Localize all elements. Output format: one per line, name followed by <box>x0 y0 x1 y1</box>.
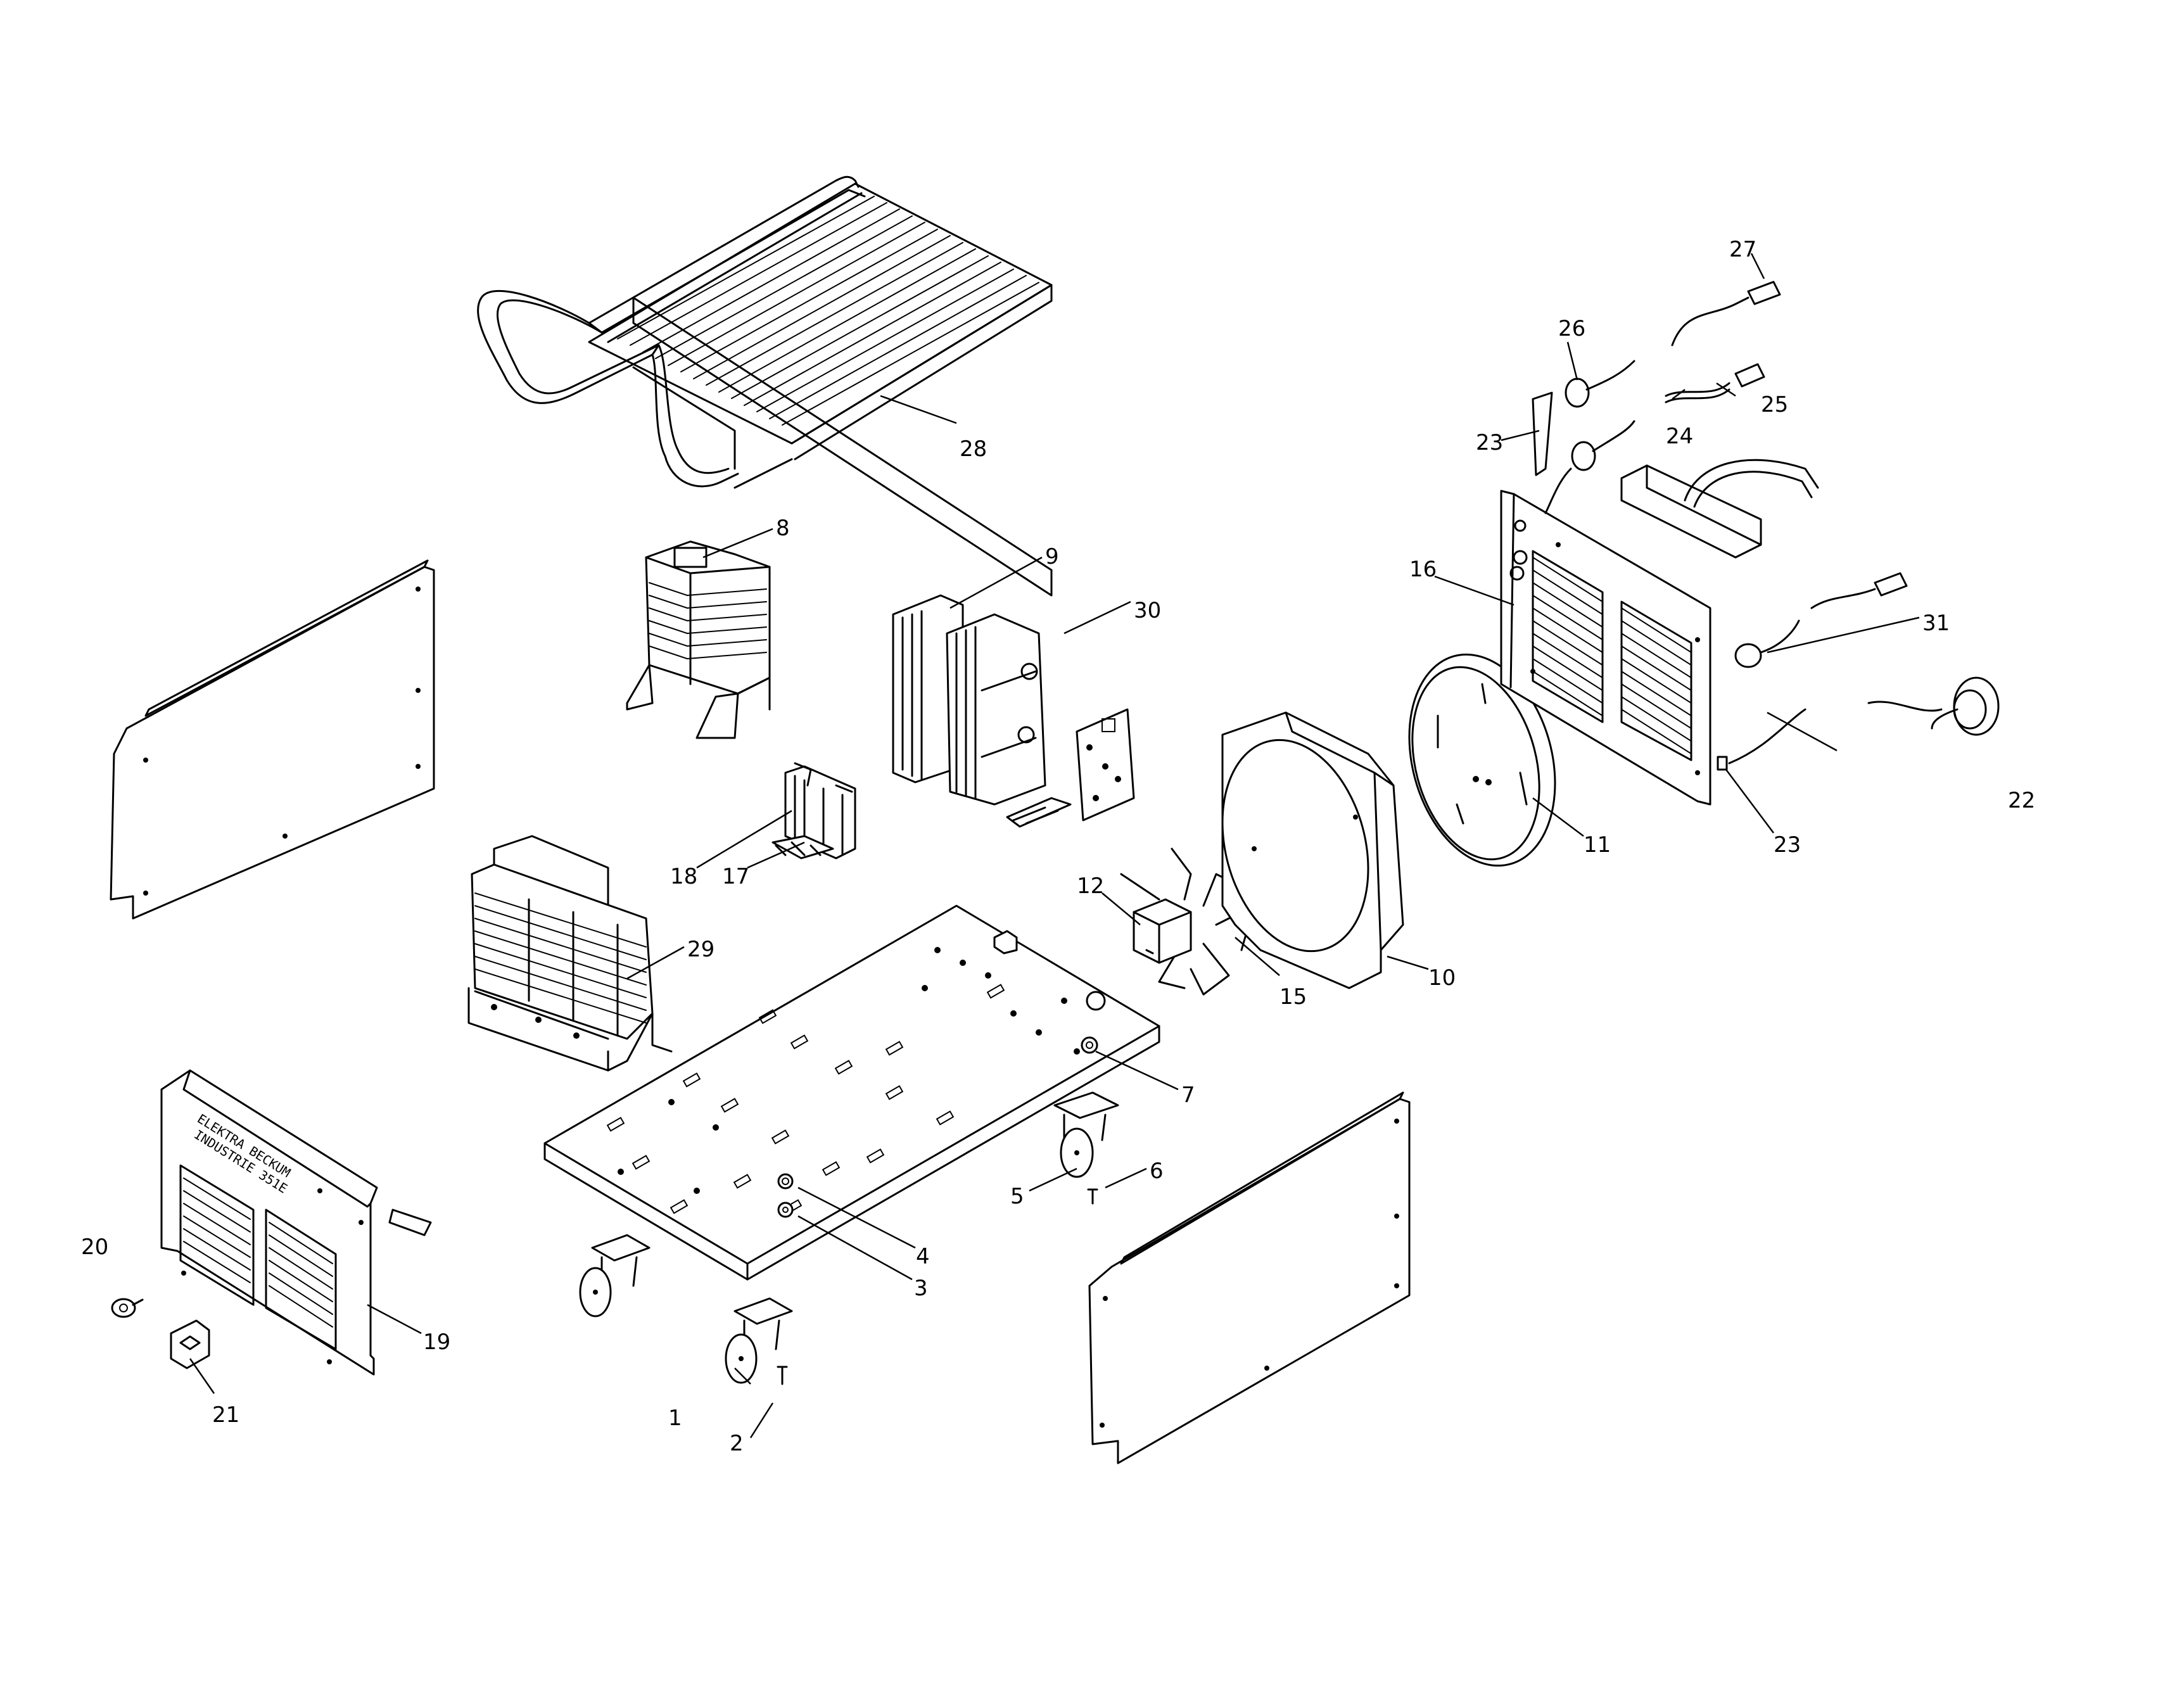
callout-20: 20 <box>81 1234 108 1260</box>
part-7-nut <box>1081 1036 1098 1054</box>
callout-8: 8 <box>776 516 790 541</box>
callout-15: 15 <box>1279 984 1307 1010</box>
part-26-cable-gland <box>1532 360 1635 514</box>
callout-23-upper: 23 <box>1476 430 1503 455</box>
callout-9: 9 <box>1045 544 1059 569</box>
callout-16: 16 <box>1409 557 1437 582</box>
part-23-lower-cable <box>1717 708 1806 771</box>
part-6-screw <box>1087 1188 1098 1205</box>
mounting-bracket <box>1620 464 1762 559</box>
callout-6: 6 <box>1150 1158 1164 1184</box>
callout-7: 7 <box>1181 1082 1195 1108</box>
part-19-front-panel: ELEKTRA BECKUM INDUSTRIE 351E <box>160 1069 432 1376</box>
part-10-fan-shroud <box>1221 711 1404 989</box>
front-caster-left <box>579 1234 651 1317</box>
part-2-screw <box>777 1366 788 1385</box>
callout-24: 24 <box>1666 424 1693 449</box>
part-11-fan-ring <box>1408 653 1556 867</box>
part-12-fan-motor <box>1133 898 1192 964</box>
right-side-panel <box>1088 1091 1411 1464</box>
part-3-washer <box>777 1202 794 1218</box>
callout-29: 29 <box>687 937 714 962</box>
part-18-auxiliary-transformer <box>784 762 856 860</box>
callout-2: 2 <box>730 1431 744 1456</box>
part-28-top-handle-grille <box>477 175 1053 597</box>
left-side-panel <box>110 559 435 920</box>
callout-28: 28 <box>960 436 987 462</box>
callout-25: 25 <box>1761 392 1788 417</box>
part-17-terminal-block <box>771 835 834 860</box>
callout-17: 17 <box>722 864 749 889</box>
callout-18: 18 <box>670 864 697 889</box>
callout-26: 26 <box>1558 316 1585 341</box>
part-22-socket <box>1867 676 2000 736</box>
callout-23-lower: 23 <box>1774 832 1801 858</box>
part-8-choke <box>626 540 771 739</box>
callout-labels: 1 2 3 4 5 6 7 8 9 10 11 12 15 16 17 18 1… <box>81 237 2035 1456</box>
callout-19: 19 <box>423 1329 450 1355</box>
part-29-main-transformer <box>467 835 673 1072</box>
callout-4: 4 <box>916 1244 930 1269</box>
part-16-rear-panel <box>1500 490 1711 806</box>
callout-31: 31 <box>1922 611 1950 636</box>
callout-11: 11 <box>1584 832 1611 858</box>
leader-lines <box>189 253 1920 1438</box>
callout-1: 1 <box>668 1406 682 1431</box>
callout-12: 12 <box>1077 873 1104 899</box>
callout-5: 5 <box>1010 1184 1024 1209</box>
part-9-rectifier-heatsink <box>892 594 1046 806</box>
part-4-nut <box>777 1173 794 1190</box>
base-plate <box>543 904 1160 1281</box>
part-27-connector-cable <box>1671 281 1781 346</box>
part-30-control-board <box>1006 708 1135 828</box>
callout-10: 10 <box>1428 965 1456 991</box>
callout-30: 30 <box>1134 598 1161 623</box>
part-31-control-cable <box>1734 572 1908 668</box>
callout-3: 3 <box>914 1276 928 1301</box>
callout-22: 22 <box>2008 788 2035 813</box>
part-20-knob <box>111 1298 144 1318</box>
callout-21: 21 <box>212 1402 239 1428</box>
part-5-swivel-caster-rear <box>1053 1091 1119 1178</box>
part-21-rotary-switch <box>170 1319 210 1369</box>
part-1-swivel-caster-front <box>725 1297 793 1384</box>
callout-27: 27 <box>1729 237 1756 262</box>
cable-chain <box>1684 459 1819 508</box>
part-25-connector <box>1734 363 1765 388</box>
